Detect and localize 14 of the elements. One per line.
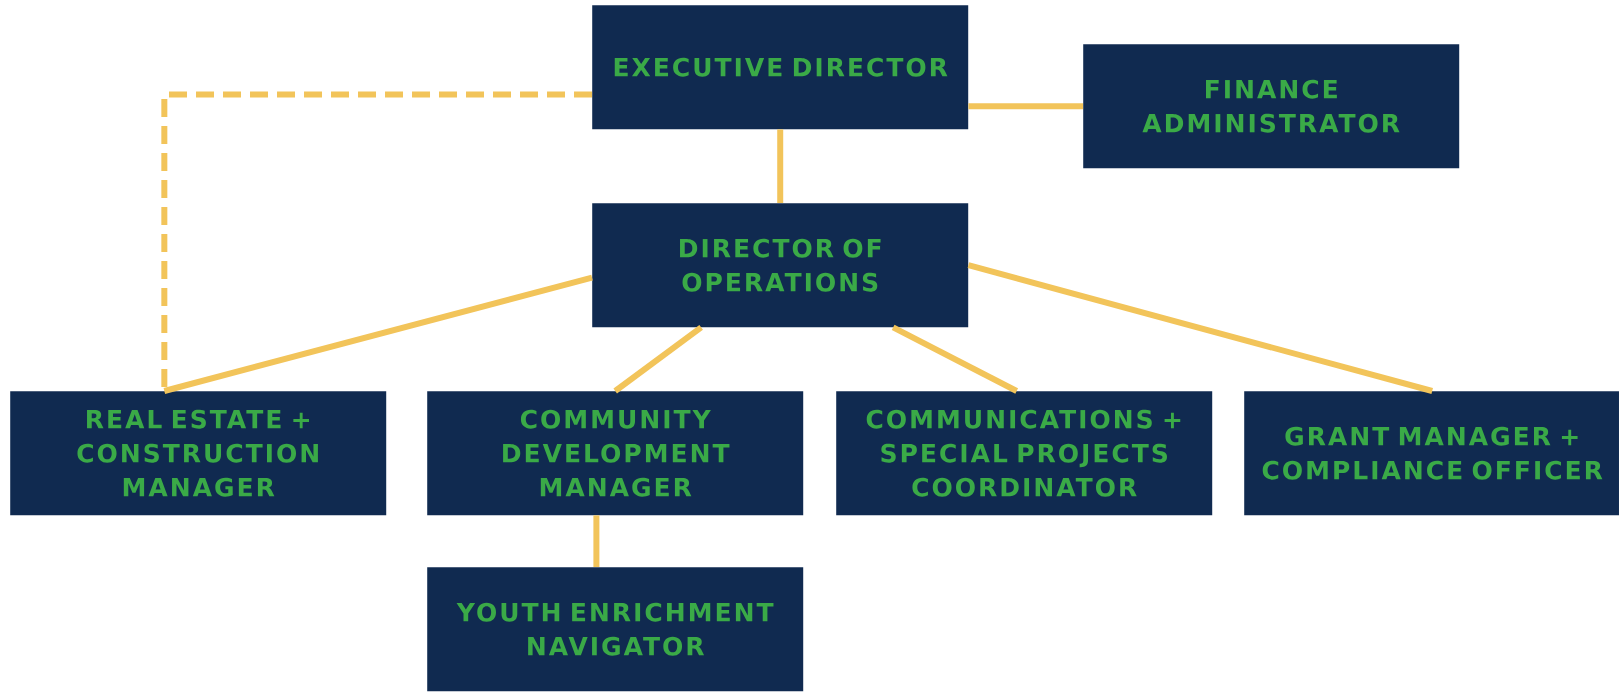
connector-line xyxy=(163,274,593,394)
role-box: COMMUNICATIONS + SPECIAL PROJECTS COORDINATOR xyxy=(836,391,1213,516)
connector-line xyxy=(777,129,784,203)
role-box: FINANCE ADMINISTRATOR xyxy=(1083,44,1460,169)
role-box: COMMUNITY DEVELOPMENT MANAGER xyxy=(427,391,804,516)
connector-line xyxy=(891,324,1019,394)
role-box: DIRECTOR OF OPERATIONS xyxy=(592,203,969,328)
role-box: YOUTH ENRICHMENT NAVIGATOR xyxy=(427,567,804,692)
role-box: EXECUTIVE DIRECTOR xyxy=(592,5,969,130)
connector-line xyxy=(967,262,1433,394)
role-box: GRANT MANAGER + COMPLIANCE OFFICER xyxy=(1244,391,1619,516)
connector-line xyxy=(613,325,703,394)
role-box: REAL ESTATE + CONSTRUCTION MANAGER xyxy=(10,391,387,516)
connector-line xyxy=(593,515,600,567)
